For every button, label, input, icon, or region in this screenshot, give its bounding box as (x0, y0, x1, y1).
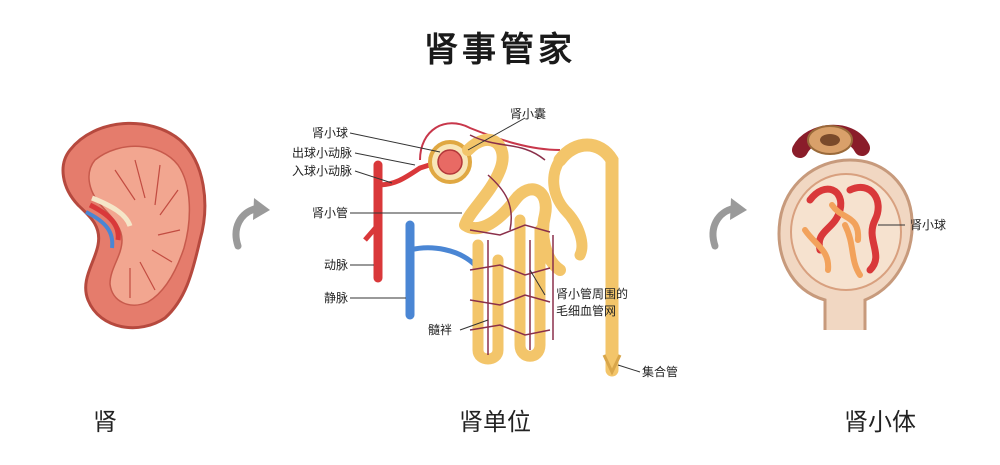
label-bowman-capsule: 肾小囊 (510, 106, 546, 121)
label-corpuscle-glomerulus: 肾小球 (910, 218, 946, 232)
caption-renal-corpuscle: 肾小体 (844, 408, 916, 436)
caption-kidney: 肾 (93, 408, 117, 436)
label-vein: 静脉 (324, 290, 348, 305)
label-loop: 髓袢 (428, 322, 452, 337)
label-efferent-arteriole: 出球小动脉 (292, 145, 352, 160)
label-glomerulus: 肾小球 (312, 126, 348, 140)
page-title: 肾事管家 (424, 30, 576, 70)
curved-arrow-icon (709, 198, 747, 250)
label-artery: 动脉 (324, 257, 348, 272)
label-capillary-line2: 毛细血管网 (556, 303, 616, 318)
label-capillary-line1: 肾小管周围的 (556, 286, 628, 301)
label-renal-tubule: 肾小管 (312, 205, 348, 220)
renal-corpuscle-illustration: 肾小球 (777, 124, 946, 330)
label-afferent-arteriole: 入球小动脉 (292, 163, 352, 178)
kidney-illustration (61, 121, 207, 330)
label-collecting-duct: 集合管 (642, 364, 678, 379)
nephron-illustration: 肾小球 出球小动脉 入球小动脉 肾小管 动脉 静脉 肾小囊 肾小管周围的 毛细血… (292, 106, 678, 379)
curved-arrow-icon (232, 198, 270, 250)
caption-nephron: 肾单位 (459, 408, 531, 436)
